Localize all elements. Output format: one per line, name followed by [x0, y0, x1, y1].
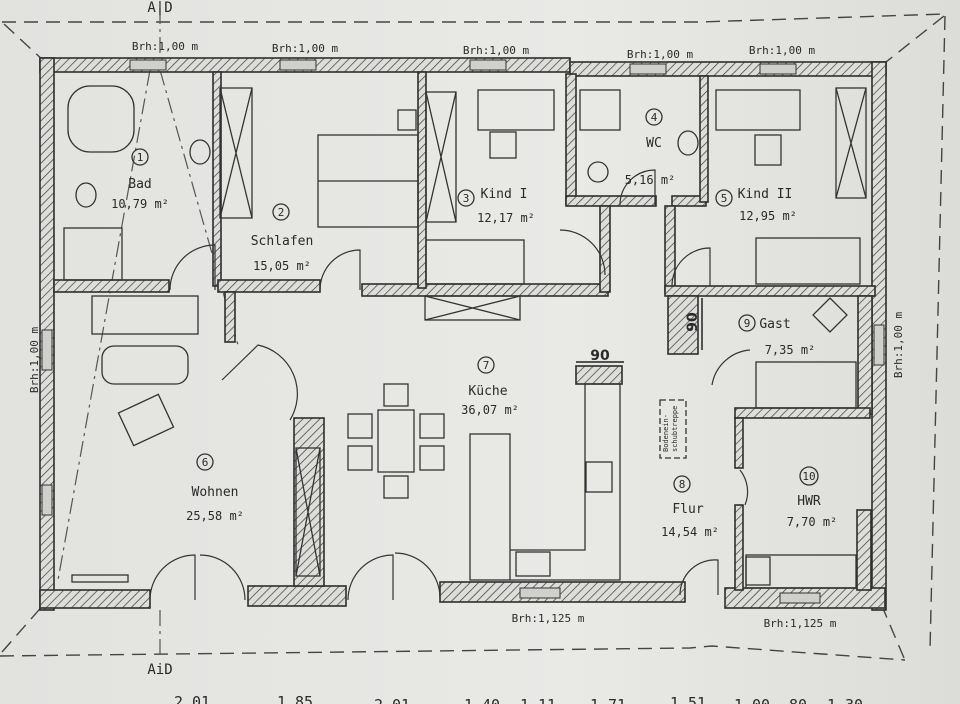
sill-label-bottom: Brh:1,125 m: [512, 612, 585, 625]
room-number: 5: [721, 192, 728, 205]
room-name: Kind I: [481, 187, 528, 202]
dimension-value: 80: [789, 696, 807, 704]
room-number: 10: [802, 470, 815, 483]
room-name: Bad: [128, 177, 151, 192]
dimension-value: 1,71: [590, 696, 626, 704]
window-sill-labels: Brh:1,00 m Brh:1,00 m Brh:1,00 m Brh:1,0…: [28, 40, 905, 630]
section-marker-bottom: AiD: [147, 662, 172, 678]
dimension-value: 1,30: [827, 696, 863, 704]
roof-outline: [0, 13, 946, 661]
sill-label-left: Brh:1,00 m: [28, 327, 41, 394]
room-kind-2: 5 Kind II 12,95 m²: [715, 187, 797, 223]
room-name: Schlafen: [251, 234, 314, 249]
sill-label-top: Brh:1,00 m: [463, 44, 530, 57]
furniture: [63, 85, 867, 589]
room-name: HWR: [797, 494, 821, 509]
room-area: 12,17 m²: [477, 211, 535, 225]
room-wohnen: 6 Wohnen 25,58 m²: [186, 453, 244, 523]
room-number: 4: [651, 111, 658, 124]
wall-depth-dimension: 90: [685, 312, 701, 332]
sill-label-right: Brh:1,00 m: [892, 312, 905, 379]
doors: [149, 169, 751, 601]
chimney-width-dimension: 90: [590, 348, 610, 364]
sill-label-bottom: Brh:1,125 m: [764, 617, 837, 630]
room-number: 9: [744, 317, 751, 330]
dimension-value: 1,40: [464, 696, 500, 704]
room-area: 5,16 m²: [625, 173, 676, 187]
sill-label-top: Brh:1,00 m: [272, 42, 339, 55]
dimension-value: 2,01: [374, 696, 410, 704]
room-area: 25,58 m²: [186, 509, 244, 523]
room-name: Wohnen: [192, 485, 239, 500]
room-name: WC: [646, 136, 662, 151]
dimension-value: 1,11: [520, 696, 556, 704]
room-area: 7,70 m²: [787, 515, 838, 529]
dimension-value: 1,00: [734, 696, 770, 704]
room-flur: 8 Flur 14,54 m²: [661, 475, 719, 539]
room-area: 14,54 m²: [661, 525, 719, 539]
room-wc: 4 WC 5,16 m²: [625, 108, 676, 187]
room-number: 7: [483, 359, 490, 372]
room-name: Kind II: [738, 187, 793, 202]
room-bad: 1 Bad 10,79 m²: [111, 148, 169, 211]
room-area: 36,07 m²: [461, 403, 519, 417]
room-name: Küche: [468, 384, 507, 399]
room-number: 6: [202, 456, 209, 469]
room-number: 8: [679, 478, 686, 491]
room-name: Flur: [672, 502, 703, 517]
room-kind-1: 3 Kind I 12,17 m²: [457, 187, 535, 225]
dimension-value: 2,01: [174, 693, 210, 704]
room-name: Gast: [759, 317, 790, 332]
room-area: 7,35 m²: [765, 343, 816, 357]
windows: [41, 59, 885, 604]
sill-label-top: Brh:1,00 m: [132, 40, 199, 53]
section-marker-top: A|D: [147, 0, 172, 16]
sill-label-top: Brh:1,00 m: [627, 48, 694, 61]
room-number: 2: [278, 206, 285, 219]
room-number: 1: [137, 151, 144, 164]
dimension-value: 1,51: [670, 694, 706, 704]
room-hwr: 10 HWR 7,70 m²: [787, 466, 838, 529]
sill-label-top: Brh:1,00 m: [749, 44, 816, 57]
room-schlafen: 2 Schlafen 15,05 m²: [251, 203, 314, 273]
room-number: 3: [463, 192, 470, 205]
room-gast: 9 Gast 7,35 m²: [738, 314, 816, 357]
dimensions: 90 90: [576, 298, 703, 364]
room-area: 12,95 m²: [739, 209, 797, 223]
bottom-dimension-row: 2,01 1,85 2,01 1,40 1,11 1,71 1,51 1,00 …: [174, 693, 863, 704]
room-labels: 1 Bad 10,79 m² 2 Schlafen 15,05 m² 3 Kin…: [111, 108, 838, 539]
room-area: 15,05 m²: [253, 259, 311, 273]
dimension-value: 1,85: [277, 693, 313, 704]
stair-label-line-1: Bodenein-: [662, 414, 670, 452]
room-area: 10,79 m²: [111, 197, 169, 211]
stair-label-line-2: schubtreppe: [671, 406, 679, 452]
room-kueche: 7 Küche 36,07 m²: [461, 356, 519, 417]
